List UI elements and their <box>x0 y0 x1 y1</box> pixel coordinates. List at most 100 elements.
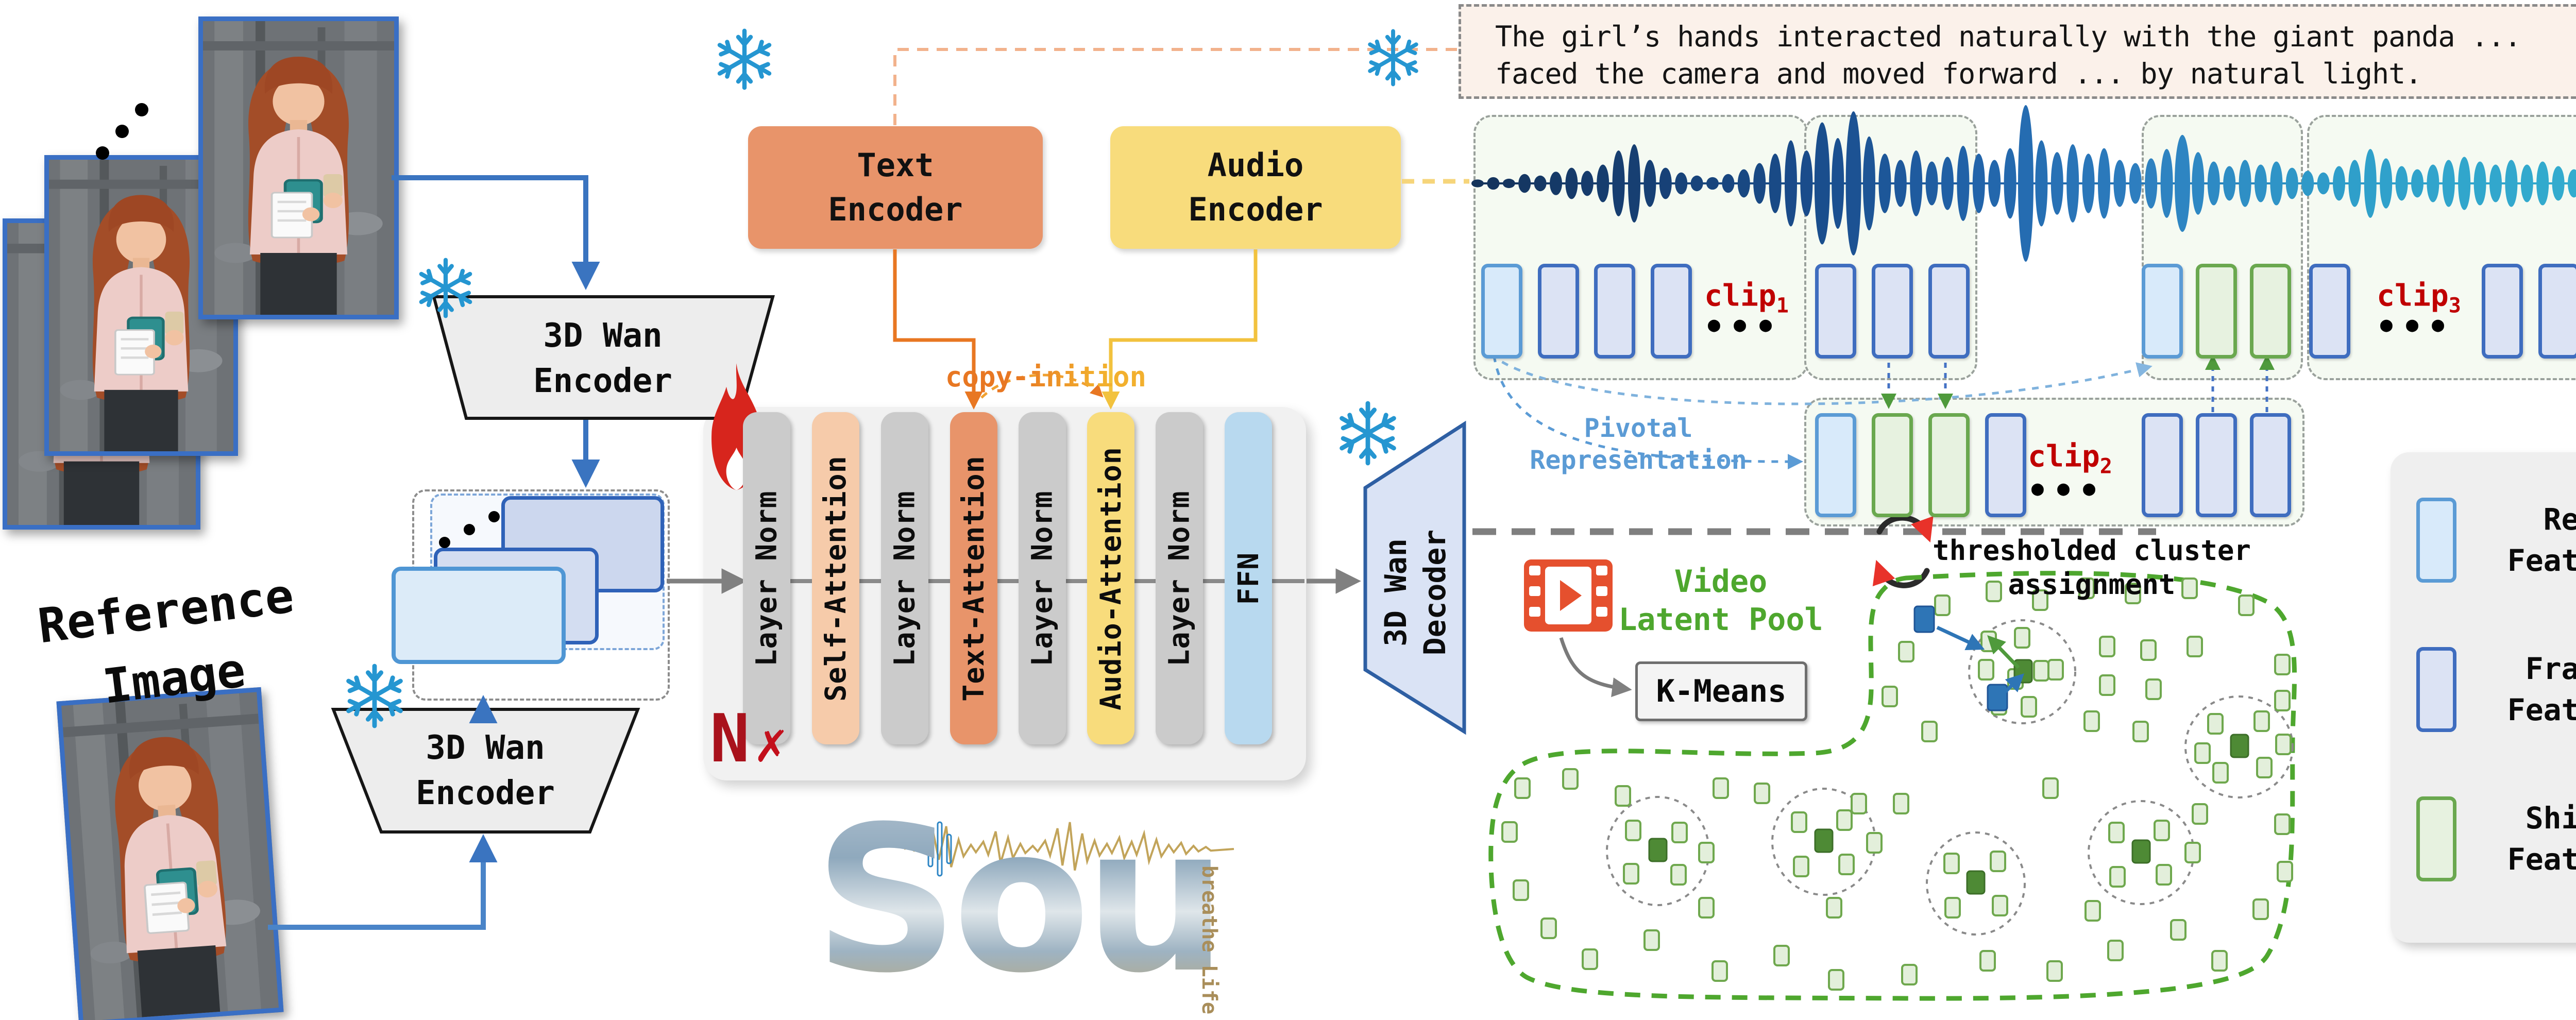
latent-ellipsis-dot <box>439 537 450 548</box>
latent-sample-square <box>2274 813 2291 835</box>
soul-logo-word: Soul <box>814 783 1290 1017</box>
legend-swatch-shift <box>2416 796 2456 881</box>
feature-bar-frame <box>1985 413 2026 517</box>
latent-sample-square <box>1992 895 2008 916</box>
feature-bar-frame <box>2142 413 2183 517</box>
legend-item-shift: ShiftFeature <box>2416 779 2576 898</box>
dit-bar-label: Audio-Attention <box>1094 446 1128 710</box>
query-feature-square <box>1913 605 1935 633</box>
cluster-circle <box>2184 695 2294 798</box>
frames-ellipsis-dot <box>96 146 109 160</box>
feature-bar-frame <box>2482 264 2523 359</box>
feature-bar-shift <box>2196 264 2237 359</box>
latent-sample-square <box>1671 822 1688 843</box>
latent-sample-square <box>2107 940 2124 961</box>
latent-sample-square <box>2007 668 2024 690</box>
latent-ellipsis-dot <box>488 511 500 522</box>
latent-sample-square <box>1615 785 1631 807</box>
threshold-line1: thresholded cluster <box>1933 534 2251 567</box>
feature-bar-shift <box>2250 264 2291 359</box>
dit-bar-layer-norm: Layer Norm <box>881 412 928 744</box>
query-feature-square <box>1987 684 2008 711</box>
wan-encoder-top-label: 3D Wan Encoder <box>474 313 732 404</box>
latent-sample-square <box>2014 627 2030 649</box>
latent-sample-square <box>2212 762 2229 784</box>
latent-sample-square <box>2274 690 2291 711</box>
latent-sample-square <box>1562 768 1579 790</box>
prompt-line-2: faced the camera and moved forward ... b… <box>1495 57 2422 90</box>
latent-sample-square <box>1826 897 1842 919</box>
latent-sample-square <box>2099 674 2115 696</box>
clip-ellipsis: ●●● <box>1707 313 1786 336</box>
legend-item-frame: FrameFeature <box>2416 630 2576 749</box>
text-encoder-line1: Text <box>857 146 934 184</box>
feature-bar-shift <box>1872 413 1913 517</box>
cluster-circle <box>2088 800 2195 905</box>
dit-bar-label: Layer Norm <box>888 490 922 667</box>
reference-image-label: Reference Image <box>8 558 332 731</box>
latent-sample-square <box>2021 696 2037 718</box>
latent-sample-square <box>1713 777 1729 799</box>
latent-sample-square <box>1791 811 1807 833</box>
latent-frame-front <box>392 567 566 664</box>
video-pool-line1: Video <box>1674 564 1768 600</box>
n-symbol: N <box>710 701 750 777</box>
legend-swatch-ref <box>2416 497 2456 583</box>
latent-sample-square <box>2109 866 2126 888</box>
legend-item-ref: RefFeature <box>2416 481 2576 599</box>
dit-bar-label: Self-Attention <box>819 455 852 702</box>
latent-sample-square <box>2194 742 2211 764</box>
frames-ellipsis-dot <box>115 125 129 138</box>
latent-sample-square <box>2187 636 2203 657</box>
feature-bar-ref <box>1481 264 1522 359</box>
waveform-blob <box>2082 154 2095 213</box>
feature-bar-frame <box>2309 264 2350 359</box>
snowflake-icon <box>720 31 769 88</box>
video-latent-pool-label: Video Latent Pool <box>1618 563 1824 639</box>
latent-sample-square <box>2207 713 2224 735</box>
dit-bar-label: Layer Norm <box>1163 490 1196 667</box>
waveform-blob <box>2050 152 2063 215</box>
reference-to-encoder-arrow <box>268 834 498 930</box>
pool-to-kmeans-arrow <box>1559 637 1632 698</box>
latent-sample-square <box>2170 919 2187 941</box>
wan-encoder-bottom-label: 3D Wan Encoder <box>357 725 614 816</box>
latent-sample-square <box>1851 793 1867 814</box>
latent-sample-square <box>1921 721 1938 742</box>
latent-sample-square <box>1980 631 1997 652</box>
dit-bar-audio-attention: Audio-Attention <box>1087 412 1134 744</box>
copy-inition-label: copy-inition <box>943 361 1149 393</box>
n-times-label: N✗ <box>710 701 787 777</box>
latent-sample-square <box>2108 822 2125 843</box>
waveform-blob <box>2098 148 2110 219</box>
feature-bar-frame <box>1538 264 1579 359</box>
waveform-blob <box>2113 160 2126 207</box>
dit-bar-layer-norm: Layer Norm <box>743 412 790 744</box>
waveform-blob <box>2004 148 2016 219</box>
frames-ellipsis-dot <box>135 103 148 116</box>
dit-bar-label: Layer Norm <box>1026 490 1059 667</box>
pivotal-line1: Pivotal <box>1584 413 1693 443</box>
latent-sample-square <box>2154 820 2170 841</box>
latent-sample-square <box>1514 777 1531 799</box>
clip-ellipsis: ●●● <box>2031 477 2109 500</box>
clip-label-1: clip1 <box>1704 278 1789 318</box>
cluster-circle <box>1771 788 1876 896</box>
snowflake-icon <box>349 666 401 726</box>
kmeans-box: K-Means <box>1635 661 1807 721</box>
dit-bar-layer-norm: Layer Norm <box>1156 412 1203 744</box>
audio-encoder-line1: Audio <box>1207 146 1304 184</box>
cluster-circle <box>1968 619 2076 724</box>
feature-bar-shift <box>1928 413 1970 517</box>
wan-encoder-bottom-line2: Encoder <box>416 774 555 812</box>
feature-bar-ref <box>1815 413 1856 517</box>
cluster-centroid <box>2131 839 2151 864</box>
legend-swatch-frame <box>2416 647 2456 732</box>
dit-bar-label: FFN <box>1232 552 1265 605</box>
latent-sample-square <box>2275 734 2292 755</box>
threshold-cluster-label: thresholded cluster assignment <box>1922 534 2262 602</box>
soul-logo-tagline: breathe Life <box>1197 865 1221 1014</box>
pivotal-line2: Representation <box>1530 445 1747 475</box>
cluster-scatter <box>1501 577 2294 991</box>
